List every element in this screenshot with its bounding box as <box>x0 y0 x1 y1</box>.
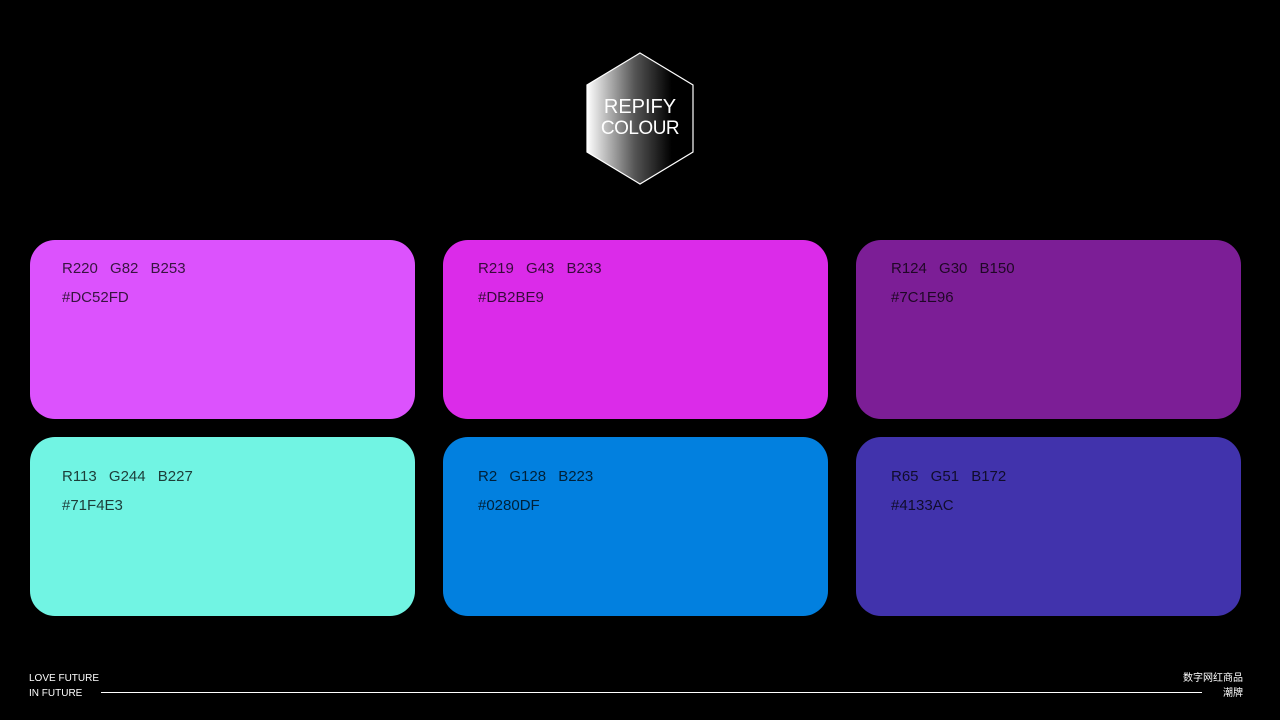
tagline-line-1: LOVE FUTURE <box>29 673 100 684</box>
hex-code: #DB2BE9 <box>478 289 544 306</box>
brand-note-line-1: 数字网红商品 <box>1183 673 1243 684</box>
rgb-values: R220 G82 B253 <box>62 260 186 277</box>
footer-tagline: LOVE FUTURE IN FUTURE <box>29 671 99 701</box>
rgb-values: R2 G128 B223 <box>478 468 594 485</box>
hex-code: #DC52FD <box>62 289 129 306</box>
hex-code: #4133AC <box>891 497 954 514</box>
color-swatch-card: R2 G128 B223 #0280DF <box>443 437 828 616</box>
brand-note-line-2: 潮牌 <box>1223 688 1243 699</box>
hexagon-badge-icon <box>586 52 694 185</box>
color-swatch-card: R65 G51 B172 #4133AC <box>856 437 1241 616</box>
rgb-values: R113 G244 B227 <box>62 468 193 485</box>
color-swatch-card: R219 G43 B233 #DB2BE9 <box>443 240 828 419</box>
logo-subtitle: COLOUR <box>600 118 680 139</box>
rgb-values: R219 G43 B233 <box>478 260 602 277</box>
color-swatch-card: R220 G82 B253 #DC52FD <box>30 240 415 419</box>
tagline-line-2: IN FUTURE <box>29 688 83 699</box>
color-swatch-card: R113 G244 B227 #71F4E3 <box>30 437 415 616</box>
hex-code: #71F4E3 <box>62 497 123 514</box>
color-swatch-card: R124 G30 B150 #7C1E96 <box>856 240 1241 419</box>
rgb-values: R65 G51 B172 <box>891 468 1007 485</box>
rgb-values: R124 G30 B150 <box>891 260 1015 277</box>
brand-logo: REPIFY COLOUR <box>585 52 695 185</box>
logo-title: REPIFY <box>603 96 677 118</box>
footer-brand-note: 数字网红商品 潮牌 <box>1183 671 1243 701</box>
hex-code: #0280DF <box>478 497 540 514</box>
hex-code: #7C1E96 <box>891 289 954 306</box>
footer-divider <box>101 692 1202 693</box>
